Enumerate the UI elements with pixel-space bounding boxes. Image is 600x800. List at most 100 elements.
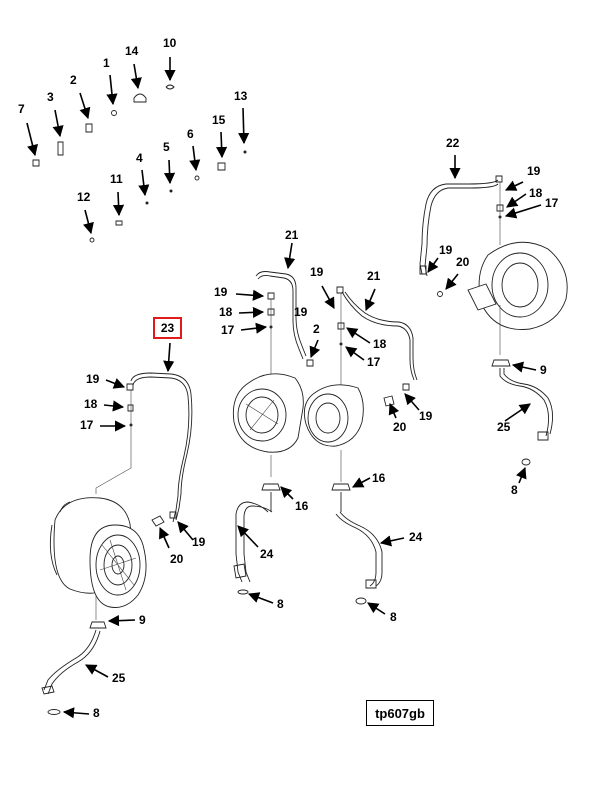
- callout-label: 25: [112, 671, 126, 685]
- callout-r-8[interactable]: 8: [511, 466, 527, 497]
- callout-label: 19: [192, 535, 206, 549]
- callout-label: 22: [446, 136, 460, 150]
- callout-label: 3: [47, 90, 54, 104]
- fastener-callout-1[interactable]: 1: [103, 56, 118, 116]
- callout-cl-24[interactable]: 24: [237, 525, 274, 561]
- callout-label: 20: [170, 552, 184, 566]
- callout-cr-16[interactable]: 16: [352, 471, 386, 488]
- callout-label: 18: [373, 337, 387, 351]
- callout-label: 4: [136, 151, 143, 165]
- fastener-callout-14[interactable]: 14: [125, 44, 147, 103]
- callout-cr-19[interactable]: 19: [310, 265, 335, 309]
- callout-label: 17: [545, 196, 559, 210]
- callout-left-8[interactable]: 8: [62, 706, 100, 720]
- fastener-callout-5[interactable]: 5: [163, 140, 176, 193]
- callout-label: 9: [540, 363, 547, 377]
- fastener-callout-12[interactable]: 12: [77, 190, 95, 243]
- callout-label: 17: [80, 418, 94, 432]
- callout-cr-8[interactable]: 8: [367, 602, 397, 624]
- image-code-label: tp607gb: [366, 700, 434, 726]
- callout-label: 12: [77, 190, 91, 204]
- turbocharger-center-right: [303, 384, 364, 447]
- assembly-center-left: 21 19 18 17 19: [214, 228, 321, 611]
- fastener-callout-15[interactable]: 15: [212, 113, 228, 171]
- callout-r-19a[interactable]: 19: [504, 164, 541, 191]
- assembly-left: 19 18 17 19 20 9 25 8: [41, 342, 206, 720]
- callout-left-20[interactable]: 20: [159, 526, 184, 566]
- callout-label: 21: [367, 269, 381, 283]
- callout-label: 11: [110, 172, 123, 186]
- turbocharger-center-left: [232, 373, 304, 453]
- fastener-callout-10[interactable]: 10: [163, 36, 177, 90]
- callout-label: 19: [527, 164, 541, 178]
- callout-r-9[interactable]: 9: [511, 361, 547, 377]
- callout-label: 7: [18, 102, 25, 116]
- callout-label: 8: [390, 610, 397, 624]
- callout-label: 8: [93, 706, 100, 720]
- callout-label: 19: [214, 285, 228, 299]
- fastener-callout-4[interactable]: 4: [136, 151, 150, 205]
- fastener-callout-13[interactable]: 13: [234, 89, 250, 154]
- callout-r-17[interactable]: 17: [504, 196, 559, 219]
- assembly-center-right: 21 19 18 17 19: [303, 265, 433, 624]
- callout-label: 19: [294, 305, 308, 319]
- highlighted-callout-23[interactable]: 23: [153, 317, 182, 339]
- callout-cr-17[interactable]: 17: [345, 346, 381, 369]
- callout-label: 10: [163, 36, 177, 50]
- oil-supply-line-23[interactable]: [130, 372, 193, 521]
- callout-label: 19: [86, 372, 100, 386]
- callout-cr-24[interactable]: 24: [379, 530, 423, 547]
- callout-cr-18[interactable]: 18: [346, 327, 387, 351]
- callout-label: 13: [234, 89, 248, 103]
- callout-label: 25: [497, 420, 511, 434]
- callout-r-20[interactable]: 20: [445, 255, 470, 290]
- callout-label: 17: [221, 323, 235, 337]
- callout-left-9[interactable]: 9: [107, 613, 146, 627]
- callout-label: 16: [295, 499, 309, 513]
- callout-label: 24: [260, 547, 274, 561]
- callout-cl-19b[interactable]: 19: [294, 305, 308, 319]
- fastener-callout-7[interactable]: 7: [18, 102, 40, 167]
- callout-label: 2: [70, 73, 77, 87]
- callout-cl-8[interactable]: 8: [247, 592, 284, 611]
- callout-label: 6: [187, 127, 194, 141]
- callout-left-25[interactable]: 25: [85, 664, 126, 685]
- assembly-right: 22 19 18 17 19: [419, 136, 568, 497]
- callout-label: 2: [313, 322, 320, 336]
- callout-label: 15: [212, 113, 226, 127]
- callout-label: 21: [285, 228, 299, 242]
- callout-cr-20[interactable]: 20: [388, 402, 407, 434]
- callout-left-19a[interactable]: 19: [86, 372, 126, 389]
- callout-r-18[interactable]: 18: [506, 186, 543, 208]
- callout-label: 14: [125, 44, 139, 58]
- callout-label: 20: [456, 255, 470, 269]
- callout-left-18[interactable]: 18: [84, 397, 125, 412]
- callout-label: 18: [529, 186, 543, 200]
- callout-cl-18[interactable]: 18: [219, 305, 265, 319]
- callout-cl-2[interactable]: 2: [309, 322, 321, 359]
- callout-cl-16[interactable]: 16: [280, 486, 309, 513]
- callout-label: 19: [310, 265, 324, 279]
- fastener-callout-11[interactable]: 11: [110, 172, 125, 226]
- callout-label: 9: [139, 613, 146, 627]
- fastener-callout-2[interactable]: 2: [70, 73, 93, 133]
- callout-label: 18: [219, 305, 233, 319]
- callout-cr-19b[interactable]: 19: [404, 393, 433, 423]
- callout-r-25[interactable]: 25: [497, 403, 531, 434]
- callout-r-19b[interactable]: 19: [427, 243, 453, 273]
- fastener-callout-6[interactable]: 6: [187, 127, 201, 181]
- callout-label: 19: [419, 409, 433, 423]
- callout-cl-17[interactable]: 17: [221, 322, 268, 337]
- callout-left-17[interactable]: 17: [80, 418, 127, 432]
- fastener-callout-3[interactable]: 3: [47, 90, 64, 156]
- callout-label: 16: [372, 471, 386, 485]
- callout-label: 18: [84, 397, 98, 411]
- callout-label: 17: [367, 355, 381, 369]
- fastener-cluster: 7 3 2 1 14 10 13: [18, 36, 250, 243]
- callout-label: 1: [103, 56, 110, 70]
- callout-cl-19[interactable]: 19: [214, 285, 265, 301]
- callout-left-19b[interactable]: 19: [177, 521, 206, 549]
- callout-label: 8: [511, 483, 518, 497]
- callout-label: 19: [439, 243, 453, 257]
